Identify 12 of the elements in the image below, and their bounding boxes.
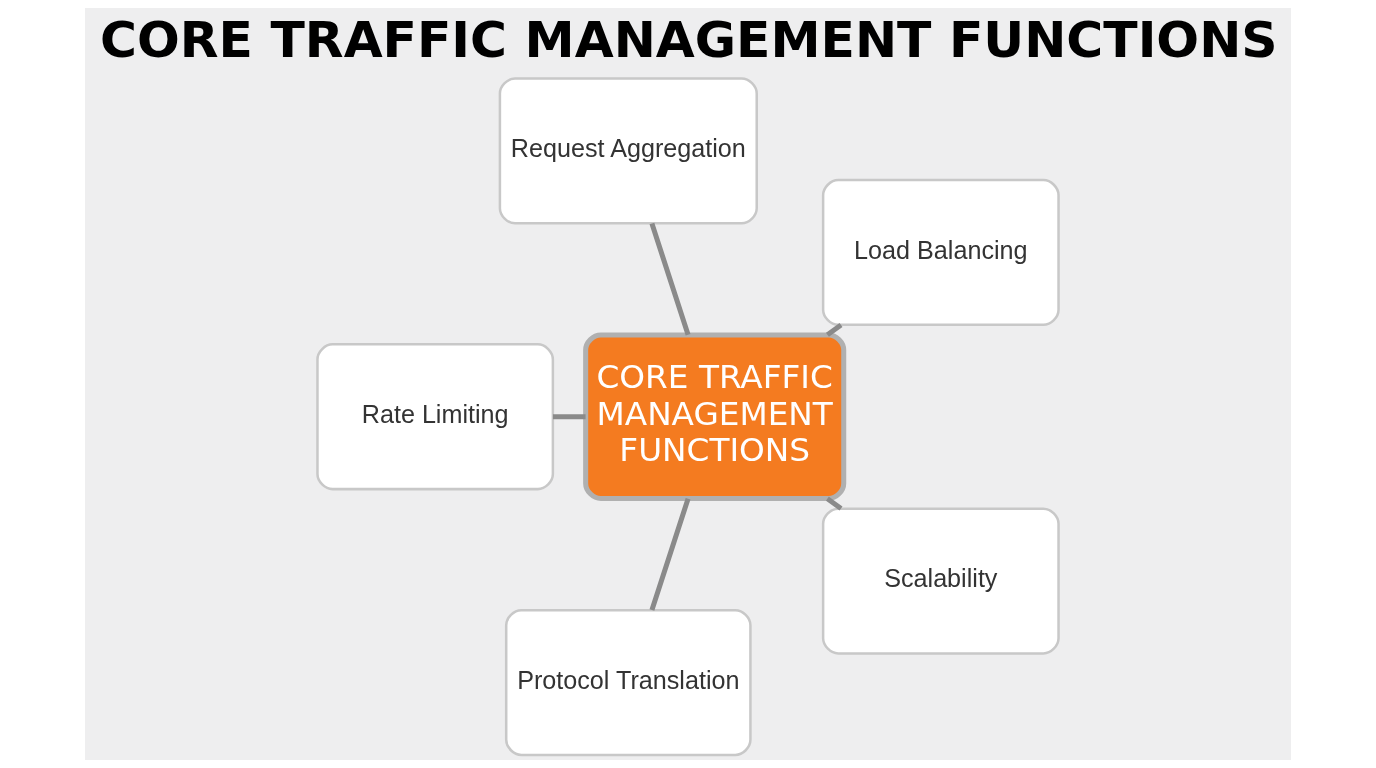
connector	[825, 322, 843, 337]
diagram-title: CORE TRAFFIC MANAGEMENT FUNCTIONS	[100, 10, 1278, 70]
node-box: CORE TRAFFIC MANAGEMENT FUNCTIONS	[583, 332, 847, 502]
node-box: Protocol Translation	[504, 608, 752, 757]
connector	[552, 414, 586, 420]
node-box: Rate Limiting	[316, 343, 555, 491]
node-box: Scalability	[821, 507, 1060, 655]
node-box: Request Aggregation	[498, 77, 758, 225]
connector	[825, 496, 843, 511]
connector	[649, 222, 691, 336]
node-box: Load Balancing	[821, 178, 1060, 327]
connector	[649, 497, 691, 611]
